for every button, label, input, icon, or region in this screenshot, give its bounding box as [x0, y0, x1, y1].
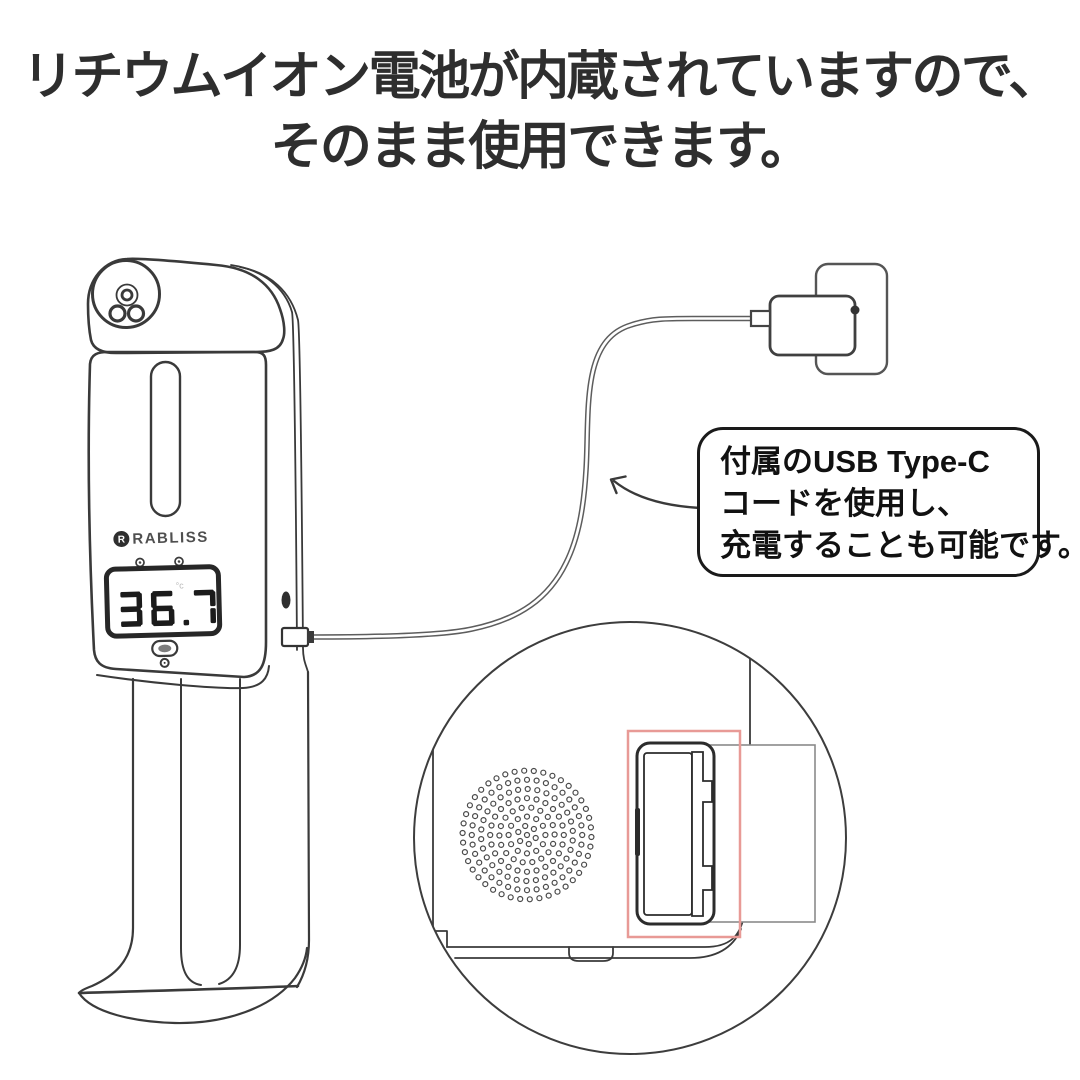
callout-line-2: コードを使用し、: [720, 486, 968, 521]
device-underside-line: [96, 665, 270, 690]
battery-latch-edge: [691, 751, 713, 917]
ir-sensor-lens-outer-icon: [115, 283, 139, 307]
battery-highlight-box: [626, 729, 742, 939]
ir-sensor-lens-inner-icon: [120, 288, 134, 302]
device-side-edge-outer: [239, 266, 309, 673]
speaker-grille-icon: [459, 767, 595, 903]
panel-bottom-edge-outer: [454, 928, 742, 959]
wall-charger: [749, 262, 889, 376]
stand-scoop-bottom: [77, 946, 309, 1025]
lcd-unit-label: °c: [175, 580, 184, 590]
lcd-display: [103, 564, 223, 639]
mode-button-inner: [158, 644, 172, 653]
usb-cable: [280, 315, 753, 648]
device-head-outline: [86, 257, 286, 355]
battery-door-panel: [706, 744, 816, 923]
device-body: [87, 350, 268, 679]
detail-circle-outline: [413, 621, 847, 1055]
callout-box: 付属のUSB Type-C コードを使用し、 充電することも可能です。: [697, 427, 1080, 577]
battery-cell: [643, 752, 693, 916]
thermometer-dispenser-illustration: R RABLISS °c: [77, 257, 311, 1025]
charger-body: [768, 294, 857, 357]
stand-left-edge: [77, 677, 135, 995]
sensor-left-icon: [108, 304, 127, 323]
side-port-icon: [281, 591, 291, 609]
led-left-dot: [138, 561, 142, 564]
cable-inner-line: [313, 317, 753, 639]
brand-label: RABLISS: [132, 529, 209, 548]
stand-right-edge: [295, 670, 311, 989]
lcd-temperature-value: [120, 589, 217, 627]
usb-plug-device-end-icon: [280, 626, 310, 648]
reset-hole-icon: [159, 657, 170, 668]
battery-detail-view: [413, 621, 847, 1055]
mode-button: [151, 639, 179, 658]
callout-arrow: [609, 475, 702, 510]
cable-outer-line: [313, 315, 753, 640]
stand-inner-right-line: [218, 678, 241, 985]
panel-left-edge: [432, 699, 448, 948]
heading-line-2: そのまま使用できます。: [270, 118, 812, 176]
stand-tray-top-line: [77, 984, 300, 995]
ir-sensor-bezel: [91, 259, 161, 329]
arrow-curve: [612, 479, 702, 510]
usb-plug-charger-end-icon: [749, 309, 772, 328]
liquid-window: [149, 360, 182, 518]
arrow-head-icon: [609, 475, 627, 495]
battery-contact-strip: [635, 808, 640, 856]
usb-plug-tip: [307, 631, 314, 643]
display-cluster: R RABLISS °c: [103, 529, 223, 668]
charger-screw-dot: [850, 305, 860, 315]
brand-logo-initial: R: [118, 534, 126, 545]
callout-line-3: 充電することも可能です。: [720, 528, 1080, 563]
stand-inner-left-line: [180, 678, 202, 986]
battery-compartment: [635, 741, 716, 926]
page-title: リチウムイオン電池が内蔵されていますので、 そのまま使用できます。: [0, 42, 1080, 182]
sensor-right-icon: [126, 304, 146, 323]
device-back-panel: [432, 654, 816, 962]
device-side-edge-inner: [230, 264, 298, 651]
heading-line-1: リチウムイオン電池が内蔵されていますので、: [22, 48, 1060, 106]
reset-hole-dot: [163, 661, 166, 664]
brand-logo-icon: [113, 530, 130, 547]
callout-line-1: 付属のUSB Type-C: [720, 444, 990, 479]
led-right-dot: [177, 560, 181, 563]
panel-bottom-tab: [568, 946, 614, 962]
